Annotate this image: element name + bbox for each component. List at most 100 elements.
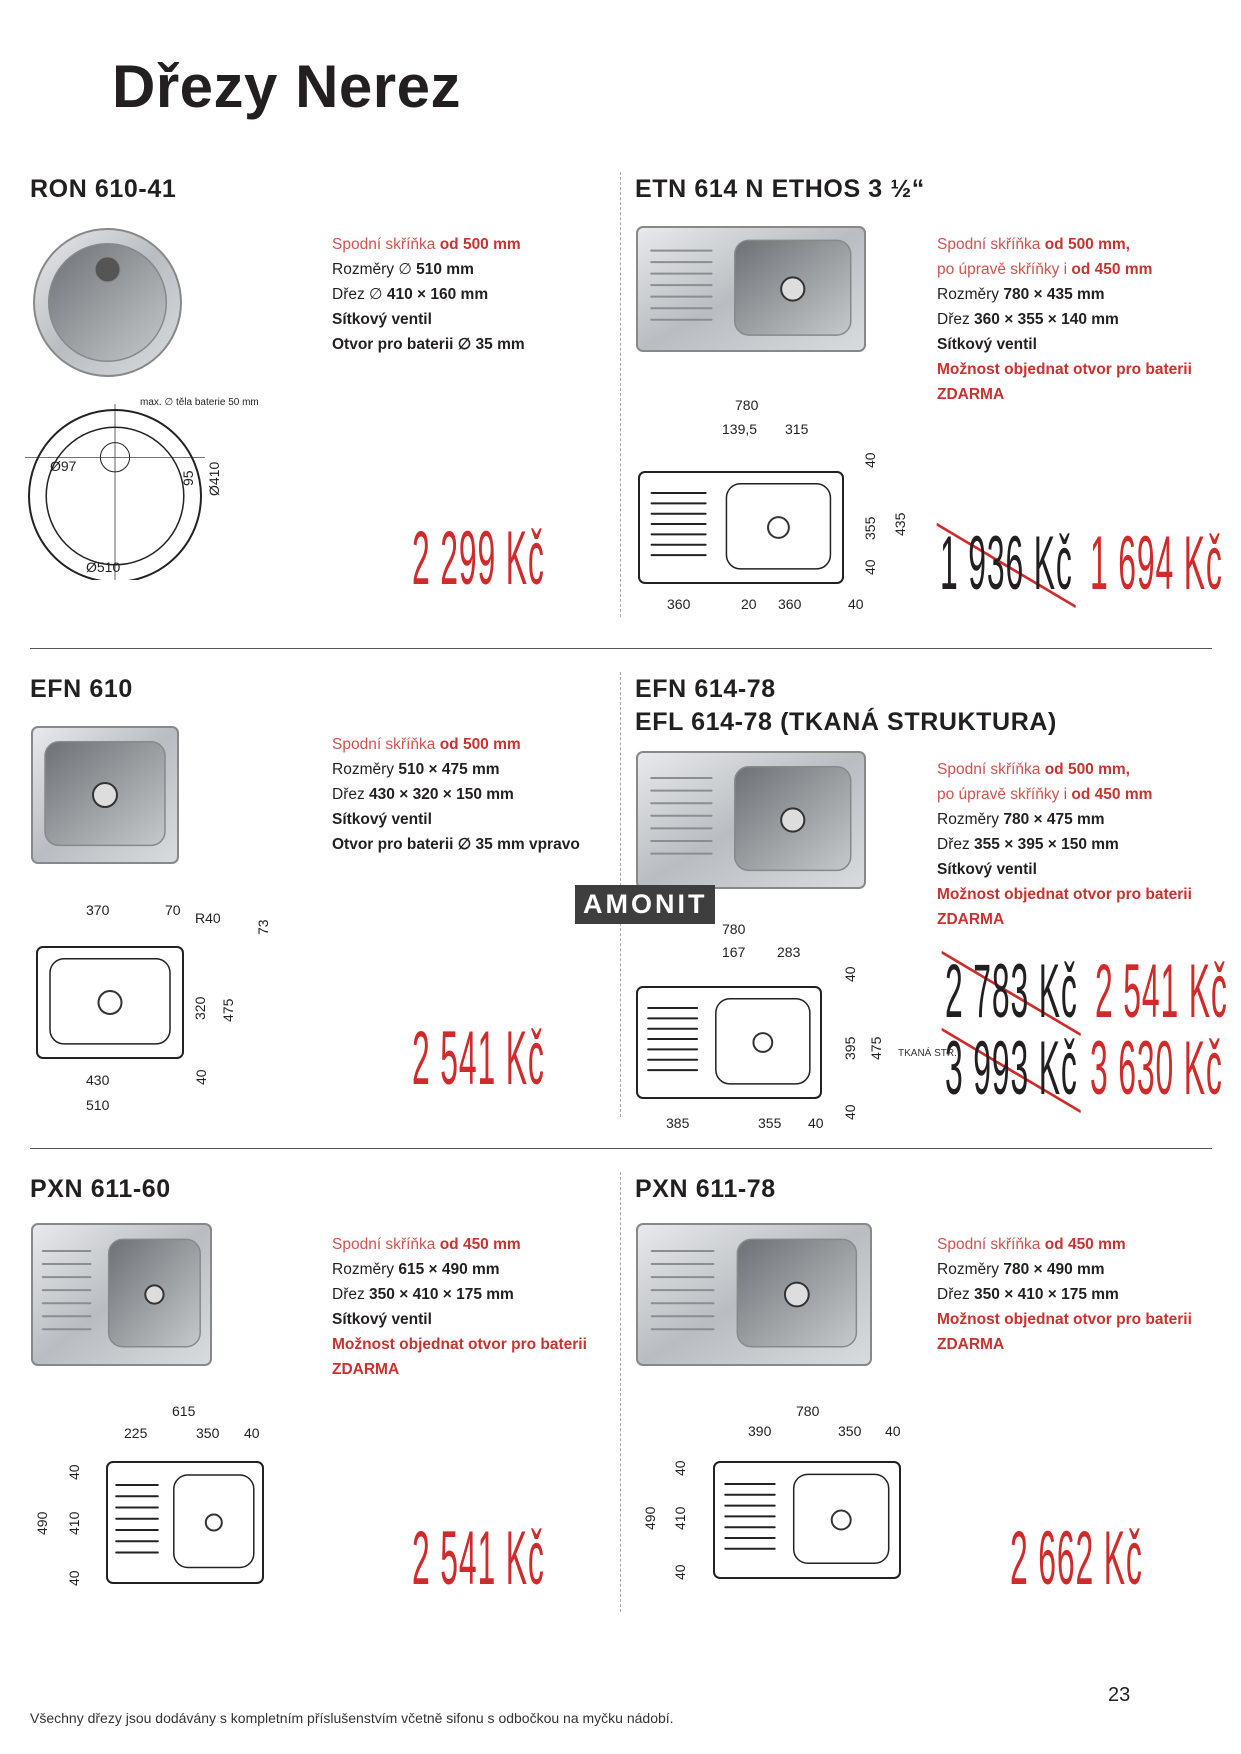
spec-text: Spodní skříňka: [332, 1236, 440, 1253]
spec-line: Rozměry 615 × 490 mm: [332, 1257, 587, 1282]
product-photo: [30, 225, 185, 385]
spec-text: 350 × 410 × 175 mm: [369, 1286, 514, 1303]
spec-line: Dřez 355 × 395 × 150 mm: [937, 832, 1192, 857]
spec-text: 615 × 490 mm: [398, 1261, 500, 1278]
footer-note: Všechny dřezy jsou dodávány s kompletním…: [30, 1710, 674, 1726]
spec-line: Sítkový ventil: [332, 1307, 587, 1332]
spec-line: Rozměry ∅ 510 mm: [332, 257, 525, 282]
spec-line: Dřez 350 × 410 × 175 mm: [332, 1282, 587, 1307]
spec-text: 780 × 475 mm: [1003, 811, 1105, 828]
technical-drawing: [35, 945, 185, 1065]
technical-drawing: [635, 985, 823, 1105]
spec-text: od 450 mm: [1044, 1236, 1126, 1253]
spec-text: Rozměry: [937, 1261, 1004, 1278]
spec-text: Možnost objednat otvor pro baterii: [937, 361, 1192, 378]
dimension-label: 139,5: [722, 421, 758, 437]
spec-text: Otvor pro baterii ∅ 35 mm vpravo: [332, 836, 580, 853]
spec-list: Spodní skříňka od 500 mm,po úpravě skříň…: [937, 232, 1192, 407]
spec-line: Možnost objednat otvor pro baterii: [937, 1307, 1192, 1332]
product-photo: [635, 750, 867, 895]
spec-line: Možnost objednat otvor pro baterii: [937, 882, 1192, 907]
spec-text: Sítkový ventil: [937, 861, 1037, 878]
spec-text: Dřez ∅: [332, 286, 387, 303]
spec-text: Spodní skříňka: [937, 236, 1045, 253]
product-title: ETN 614 N ETHOS 3 ½“: [635, 175, 925, 203]
spec-text: po úpravě skříňky i: [937, 786, 1072, 803]
spec-line: Sítkový ventil: [332, 807, 580, 832]
variant-label: TKANÁ STR.: [898, 1048, 957, 1059]
spec-text: Rozměry: [937, 811, 1004, 828]
spec-line: Sítkový ventil: [937, 857, 1192, 882]
dimension-label: 350: [196, 1425, 220, 1441]
spec-line: Rozměry 510 × 475 mm: [332, 757, 580, 782]
dimension-label: 490: [34, 1511, 50, 1535]
dimension-label: 40: [848, 596, 864, 612]
product-title: PXN 611-60: [30, 1175, 171, 1203]
dimension-label: 475: [868, 1036, 884, 1060]
dimension-label: 780: [735, 397, 759, 413]
dimension-label: 40: [842, 966, 858, 982]
column-divider: [620, 1172, 621, 1612]
spec-text: Dřez: [937, 836, 975, 853]
old-price: 2 783 Kč: [941, 948, 1082, 1036]
spec-text: od 450 mm: [439, 1236, 521, 1253]
technical-drawing: [25, 400, 235, 586]
dimension-label: 355: [862, 516, 878, 540]
spec-text: po úpravě skříňky i: [937, 261, 1072, 278]
product-title: EFN 610: [30, 675, 133, 703]
spec-line: Dřez 350 × 410 × 175 mm: [937, 1282, 1192, 1307]
dimension-label: 40: [193, 1069, 209, 1085]
spec-text: Dřez: [332, 786, 370, 803]
dimension-label: 73: [255, 919, 271, 935]
spec-line: Spodní skříňka od 500 mm: [332, 232, 525, 257]
spec-text: Otvor pro baterii ∅ 35 mm: [332, 336, 525, 353]
dimension-label: 70: [165, 902, 181, 918]
spec-text: Dřez: [937, 1286, 975, 1303]
spec-line: ZDARMA: [937, 382, 1192, 407]
product-photo: [30, 725, 180, 870]
dimension-label: Ø410: [206, 461, 222, 496]
dimension-label: 225: [124, 1425, 148, 1441]
dimension-label: 490: [642, 1506, 658, 1530]
spec-line: Sítkový ventil: [937, 332, 1192, 357]
spec-text: Dřez: [937, 311, 975, 328]
section-divider: [30, 648, 1212, 649]
spec-text: Dřez: [332, 1286, 370, 1303]
dimension-label: 40: [66, 1570, 82, 1586]
spec-text: Spodní skříňka: [937, 1236, 1045, 1253]
dimension-label: Ø510: [86, 559, 121, 575]
dimension-label: 315: [785, 421, 809, 437]
spec-text: od 450 mm: [1071, 786, 1153, 803]
spec-text: od 500 mm,: [1044, 761, 1130, 778]
spec-text: 780 × 435 mm: [1003, 286, 1105, 303]
spec-line: Spodní skříňka od 500 mm: [332, 732, 580, 757]
price: 2 299 Kč: [412, 516, 545, 601]
product-title: EFN 614-78: [635, 675, 776, 703]
dimension-label: 360: [667, 596, 691, 612]
product-subtitle: EFL 614-78 (TKANÁ STRUKTURA): [635, 708, 1057, 736]
spec-text: Spodní skříňka: [332, 236, 440, 253]
old-price: 3 993 Kč: [941, 1025, 1082, 1113]
dimension-label: 780: [796, 1403, 820, 1419]
dimension-label: 40: [862, 559, 878, 575]
dimension-label: R40: [195, 910, 221, 926]
spec-text: Spodní skříňka: [937, 761, 1045, 778]
dimension-label: Ø97: [50, 458, 77, 474]
technical-drawing: [712, 1460, 902, 1585]
spec-text: 510 × 475 mm: [398, 761, 500, 778]
dimension-label: 385: [666, 1115, 690, 1131]
spec-text: Rozměry: [937, 286, 1004, 303]
spec-text: Spodní skříňka: [332, 736, 440, 753]
dimension-label: 40: [808, 1115, 824, 1131]
dimension-label: 410: [66, 1511, 82, 1535]
spec-line: Otvor pro baterii ∅ 35 mm vpravo: [332, 832, 580, 857]
dimension-label: 360: [778, 596, 802, 612]
spec-line: Spodní skříňka od 450 mm: [937, 1232, 1192, 1257]
dimension-label: 95: [180, 470, 196, 486]
price: 2 541 Kč: [1095, 949, 1228, 1034]
spec-text: 510 mm: [416, 261, 474, 278]
dimension-label: 615: [172, 1403, 196, 1419]
spec-text: Rozměry ∅: [332, 261, 417, 278]
section-divider: [30, 1148, 1212, 1149]
spec-text: Sítkový ventil: [937, 336, 1037, 353]
